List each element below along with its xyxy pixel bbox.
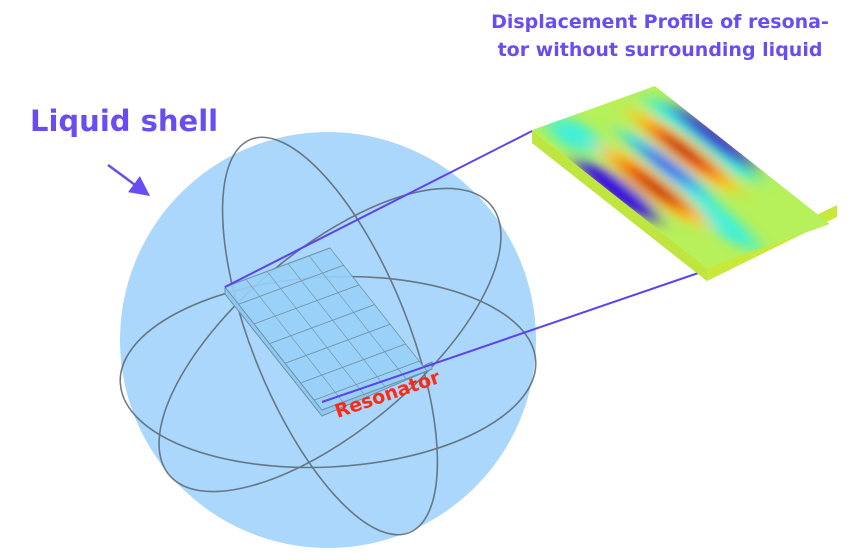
arrow-icon bbox=[107, 163, 151, 196]
liquid-shell-label: Liquid shell bbox=[30, 104, 219, 138]
displacement-profile-plate bbox=[532, 86, 837, 281]
title-line-1: Displacement Profile of resona- bbox=[491, 11, 829, 33]
connector-line-bottom bbox=[321, 269, 708, 403]
connector-line-top bbox=[224, 130, 533, 288]
profile-title: Displacement Profile of resona- tor with… bbox=[470, 8, 850, 64]
resonator-mesh bbox=[224, 247, 433, 417]
title-line-2: tor without surrounding liquid bbox=[497, 39, 823, 61]
